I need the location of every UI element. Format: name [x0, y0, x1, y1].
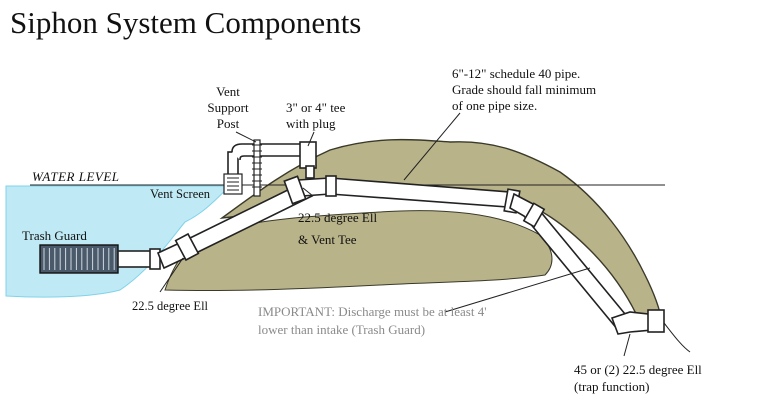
label-vent: Vent — [216, 84, 240, 99]
leader-pipe-spec — [403, 112, 461, 181]
important-prefix: IMPORTANT: — [258, 304, 335, 319]
vent-screen — [223, 173, 243, 195]
leader-important — [444, 267, 591, 313]
trash-guard — [39, 244, 119, 274]
lower-ell-fitting — [174, 232, 200, 262]
intake-pipe — [117, 250, 153, 268]
vent-screen-mesh — [227, 177, 239, 191]
crest-coupling — [325, 175, 337, 197]
trap-ell — [610, 311, 654, 335]
label-post: Post — [217, 116, 240, 131]
leader-vent-tee — [302, 187, 314, 197]
label-tee-1: 3" or 4" tee — [286, 100, 346, 115]
label-vent-screen: Vent Screen — [150, 187, 211, 201]
vent-assembly — [223, 141, 317, 195]
water-level-label: WATER LEVEL — [32, 169, 120, 184]
vent-support-post — [252, 139, 262, 197]
vent-tee-fitting — [283, 175, 307, 205]
descending-coupling — [522, 202, 546, 228]
label-trash-guard: Trash Guard — [22, 228, 87, 243]
diagram-title: Siphon System Components — [10, 5, 361, 40]
leader-trap-ell — [623, 333, 631, 357]
label-vent-tee-1: 22.5 degree Ell — [298, 210, 377, 225]
leader-ell-bottom — [159, 257, 184, 293]
leader-tee — [307, 131, 315, 147]
tee-stub — [305, 165, 315, 179]
label-pipe-spec-2: Grade should fall minimum — [452, 82, 596, 97]
label-important-1: IMPORTANT: Discharge must be at least 4' — [258, 304, 487, 319]
vent-pipe-horizontal — [231, 143, 306, 161]
label-important-2: lower than intake (Trash Guard) — [258, 322, 425, 337]
label-tee-2: with plug — [286, 116, 336, 131]
important-line1: Discharge must be at least 4' — [335, 304, 487, 319]
outlet-fitting — [647, 309, 665, 333]
label-pipe-spec-1: 6"-12" schedule 40 pipe. — [452, 66, 580, 81]
leader-vent-post — [235, 131, 257, 143]
label-vent-tee-2: & Vent Tee — [298, 232, 357, 247]
label-pipe-spec-3: of one pipe size. — [452, 98, 537, 113]
label-trap-ell-2: (trap function) — [574, 379, 649, 394]
label-ell-bottom: 22.5 degree Ell — [132, 299, 209, 313]
label-support: Support — [207, 100, 249, 115]
label-trap-ell-1: 45 or (2) 22.5 degree Ell — [574, 362, 702, 377]
